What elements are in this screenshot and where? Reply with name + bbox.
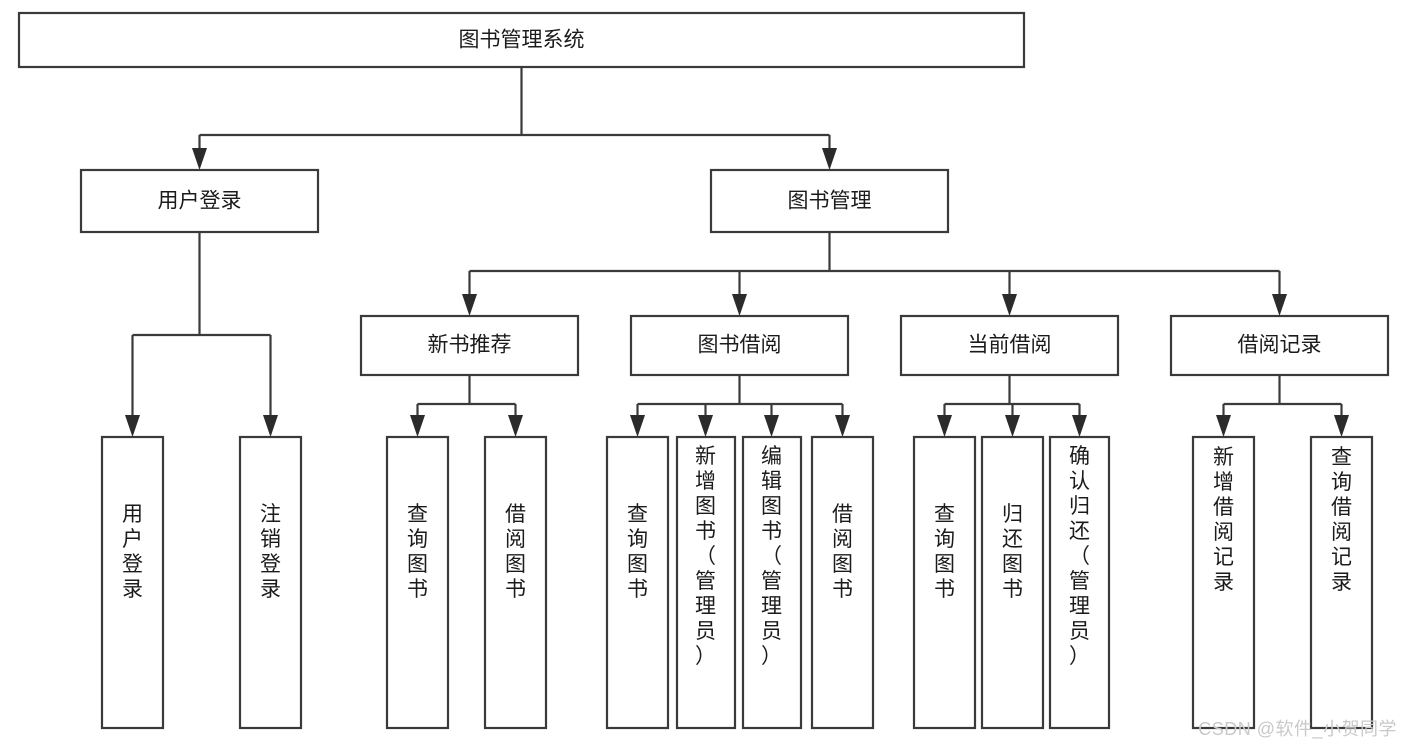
arrow-head-leaf12 <box>1216 415 1231 437</box>
node-leaf3[interactable]: 查询图书 <box>385 435 450 730</box>
node-leaf9[interactable]: 查询图书 <box>912 435 977 730</box>
arrow-head-leaf9 <box>937 415 952 437</box>
node-leaf10-label: 归还图书 <box>1002 503 1023 601</box>
node-leaf1-box[interactable] <box>100 435 165 730</box>
node-leaf11[interactable]: 确认归还（管理员） <box>1048 435 1111 730</box>
arrow-head-leaf11 <box>1072 415 1087 437</box>
node-login-box[interactable] <box>79 168 320 234</box>
node-leaf11-box[interactable] <box>1048 435 1111 730</box>
arrow-head-leaf13 <box>1334 415 1349 437</box>
node-current[interactable]: 当前借阅 <box>899 314 1120 377</box>
node-leaf10[interactable]: 归还图书 <box>980 435 1045 730</box>
node-leaf10-box[interactable] <box>980 435 1045 730</box>
arrow-head-leaf10 <box>1005 415 1020 437</box>
node-newbook-label: 新书推荐 <box>428 334 512 357</box>
node-leaf6-box[interactable] <box>675 435 737 730</box>
node-record-box[interactable] <box>1169 314 1390 377</box>
arrow-head-leaf5 <box>630 415 645 437</box>
arrow-head-leaf2 <box>263 415 278 437</box>
node-current-label: 当前借阅 <box>968 334 1052 357</box>
node-borrow[interactable]: 图书借阅 <box>629 314 850 377</box>
arrow-head-newbook <box>462 294 477 316</box>
node-record-label: 借阅记录 <box>1238 334 1322 357</box>
node-root-label: 图书管理系统 <box>459 29 585 52</box>
node-leaf1-label: 用户登录 <box>122 503 143 601</box>
node-borrow-box[interactable] <box>629 314 850 377</box>
node-leaf7-box[interactable] <box>741 435 803 730</box>
node-leaf12[interactable]: 新增借阅记录 <box>1191 435 1256 730</box>
node-current-box[interactable] <box>899 314 1120 377</box>
node-leaf6-label: 新增图书（管理员） <box>695 445 716 668</box>
node-bookmgmt-box[interactable] <box>709 168 950 234</box>
node-leaf7[interactable]: 编辑图书（管理员） <box>741 435 803 730</box>
arrow-head-leaf4 <box>508 415 523 437</box>
node-leaf8[interactable]: 借阅图书 <box>810 435 875 730</box>
node-record[interactable]: 借阅记录 <box>1169 314 1390 377</box>
node-login-label: 用户登录 <box>158 190 242 213</box>
node-borrow-label: 图书借阅 <box>698 334 782 357</box>
node-newbook-box[interactable] <box>359 314 580 377</box>
arrow-head-leaf1 <box>125 415 140 437</box>
node-login[interactable]: 用户登录 <box>79 168 320 234</box>
node-leaf6[interactable]: 新增图书（管理员） <box>675 435 737 730</box>
node-leaf2[interactable]: 注销登录 <box>238 435 303 730</box>
arrow-head-leaf6 <box>698 415 713 437</box>
node-root[interactable]: 图书管理系统 <box>17 11 1026 69</box>
arrow-head-to-bookmgmt <box>822 148 837 170</box>
arrow-head-leaf8 <box>835 415 850 437</box>
node-leaf12-box[interactable] <box>1191 435 1256 730</box>
node-bookmgmt[interactable]: 图书管理 <box>709 168 950 234</box>
node-leaf3-label: 查询图书 <box>407 503 428 601</box>
node-leaf5-box[interactable] <box>605 435 670 730</box>
node-leaf7-label: 编辑图书（管理员） <box>761 445 782 668</box>
node-leaf4-label: 借阅图书 <box>505 503 526 601</box>
arrow-head-to-login <box>192 148 207 170</box>
node-leaf5[interactable]: 查询图书 <box>605 435 670 730</box>
node-leaf13-label: 查询借阅记录 <box>1331 446 1352 594</box>
node-leaf8-label: 借阅图书 <box>832 503 853 601</box>
arrow-head-borrow <box>732 294 747 316</box>
node-bookmgmt-label: 图书管理 <box>788 190 872 213</box>
node-leaf2-box[interactable] <box>238 435 303 730</box>
node-leaf13[interactable]: 查询借阅记录 <box>1309 435 1374 730</box>
node-leaf12-label: 新增借阅记录 <box>1213 446 1234 594</box>
connector-layer <box>125 67 1349 437</box>
node-root-box[interactable] <box>17 11 1026 69</box>
node-leaf4[interactable]: 借阅图书 <box>483 435 548 730</box>
node-leaf9-box[interactable] <box>912 435 977 730</box>
node-leaf13-box[interactable] <box>1309 435 1374 730</box>
node-leaf2-label: 注销登录 <box>260 503 281 601</box>
node-newbook[interactable]: 新书推荐 <box>359 314 580 377</box>
node-leaf5-label: 查询图书 <box>627 503 648 601</box>
arrow-head-current <box>1002 294 1017 316</box>
arrow-head-leaf7 <box>764 415 779 437</box>
arrow-head-leaf3 <box>410 415 425 437</box>
node-leaf4-box[interactable] <box>483 435 548 730</box>
node-leaf1[interactable]: 用户登录 <box>100 435 165 730</box>
node-leaf8-box[interactable] <box>810 435 875 730</box>
node-leaf3-box[interactable] <box>385 435 450 730</box>
node-leaf9-label: 查询图书 <box>934 503 955 601</box>
arrow-head-record <box>1272 294 1287 316</box>
node-leaf11-label: 确认归还（管理员） <box>1069 445 1090 668</box>
